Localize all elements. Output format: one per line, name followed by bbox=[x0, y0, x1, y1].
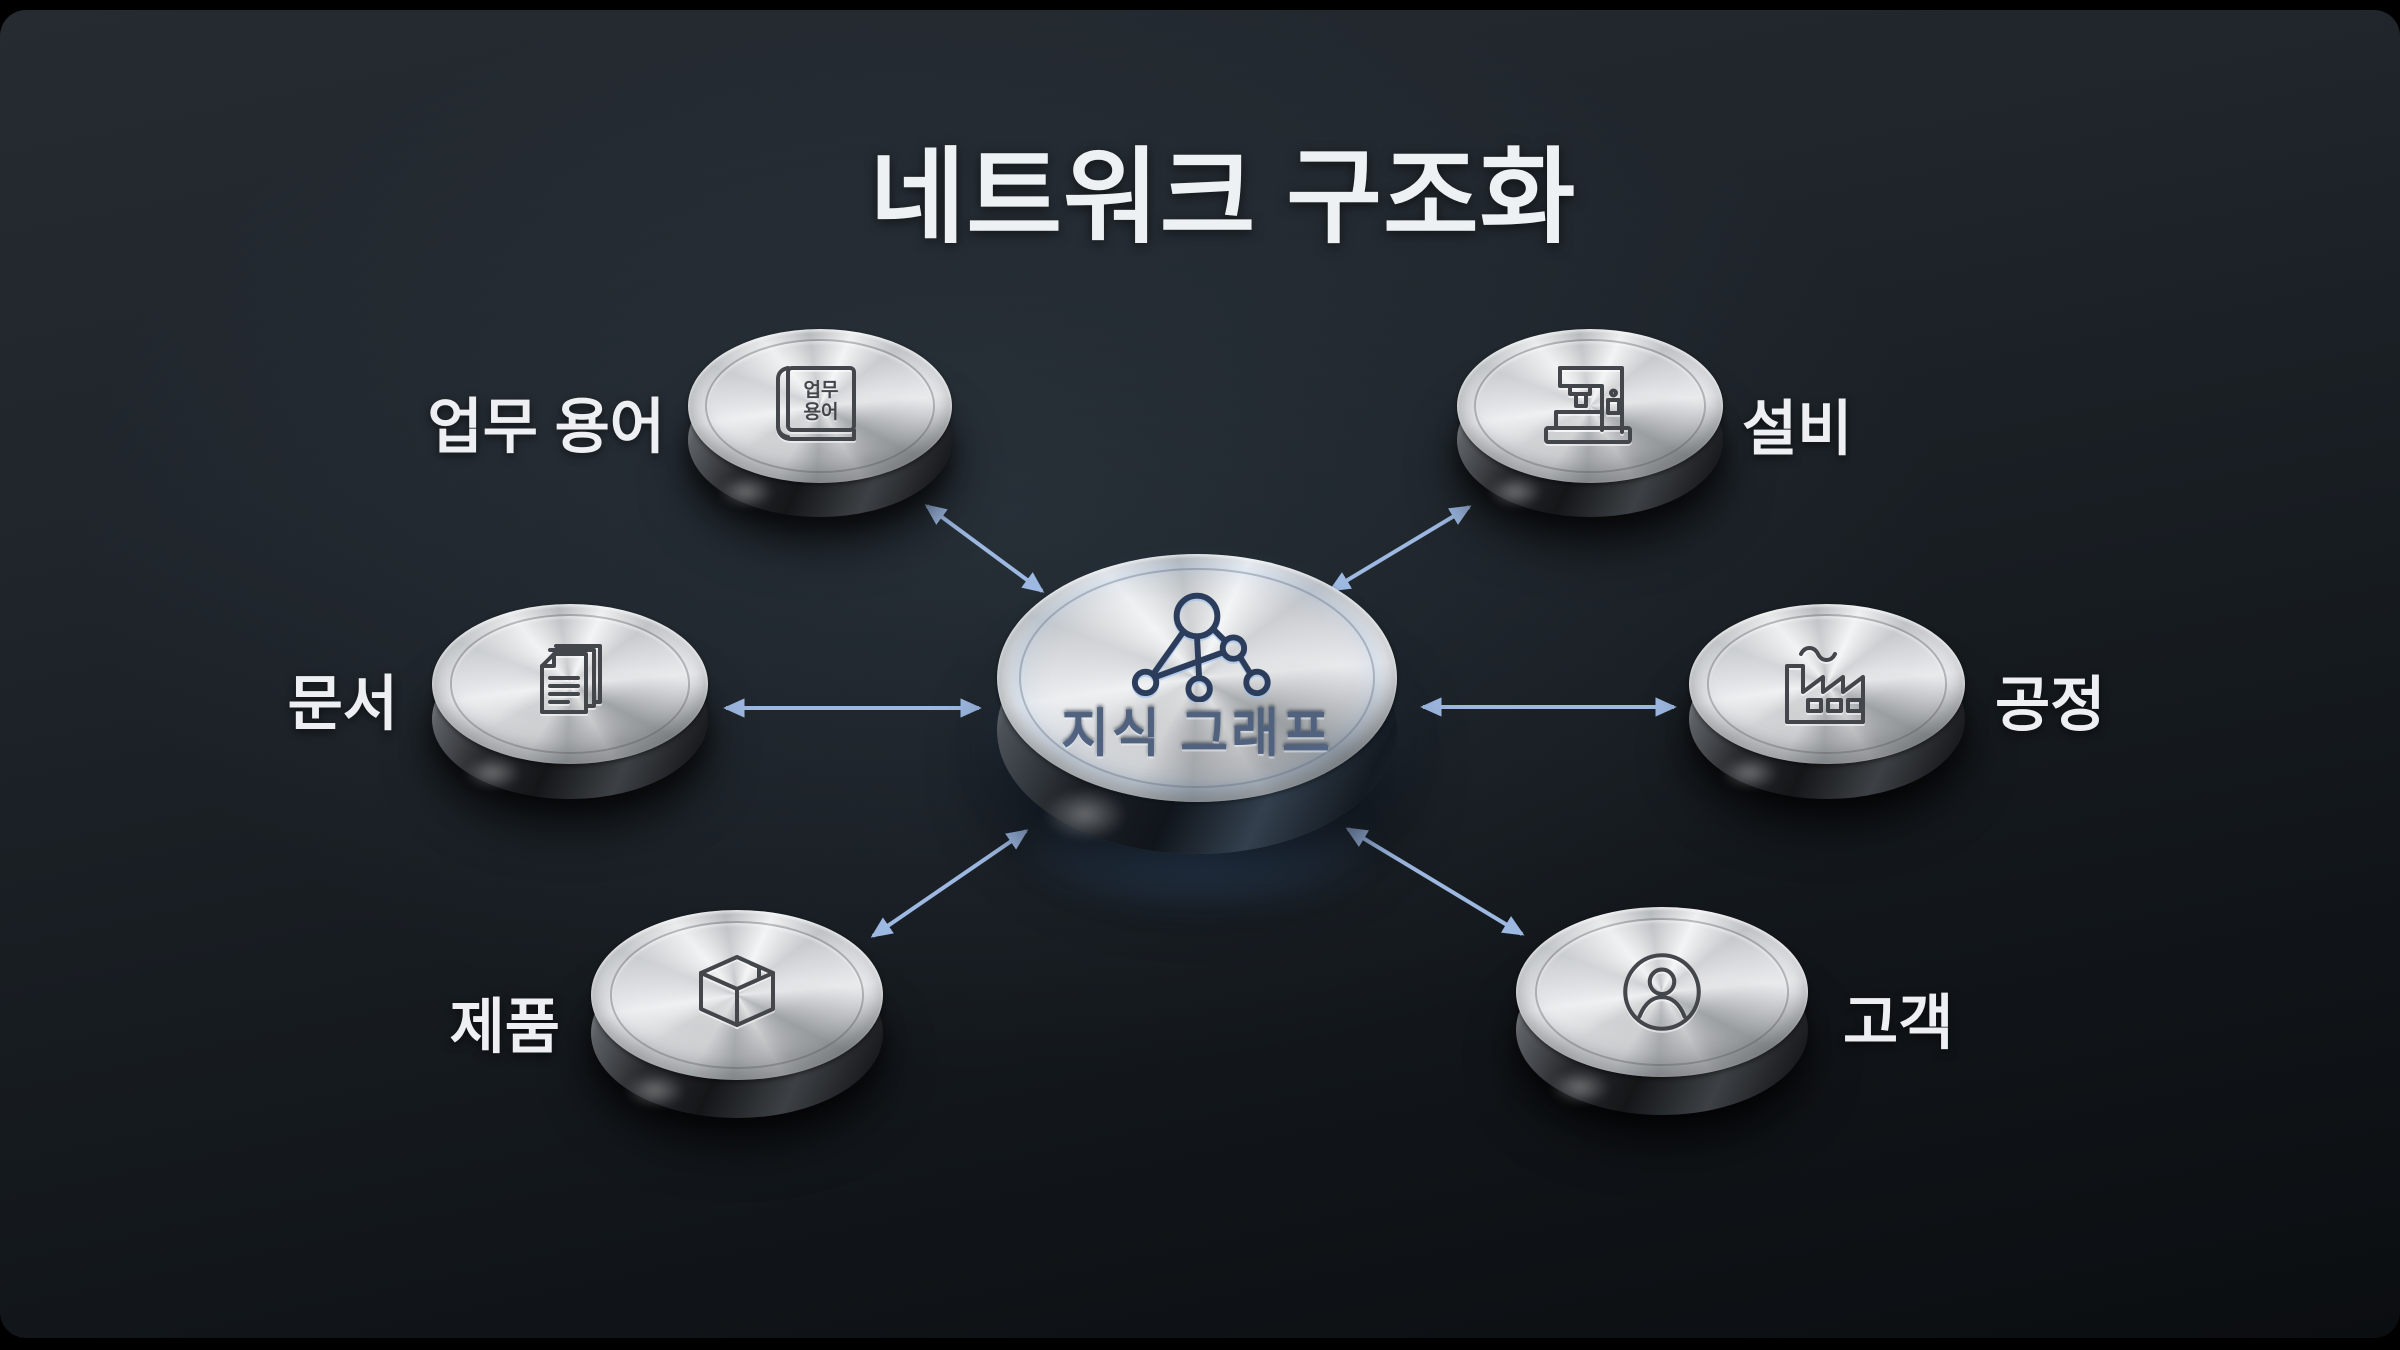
svg-text:업무: 업무 bbox=[804, 381, 839, 403]
glossary-book-icon: 업무 업무 용어 용어 bbox=[776, 366, 856, 443]
arrow-hub-equipment bbox=[1328, 505, 1472, 592]
svg-text:용어: 용어 bbox=[804, 403, 839, 425]
machine-icon bbox=[1544, 366, 1632, 446]
label-process: 공정 bbox=[1995, 671, 2106, 739]
package-box-icon bbox=[699, 955, 775, 1029]
arrow-hub-product bbox=[870, 829, 1029, 938]
arrow-hub-customer bbox=[1345, 827, 1525, 936]
label-documents: 문서 bbox=[287, 670, 398, 738]
label-customer: 고객 bbox=[1843, 989, 1954, 1057]
hub-label: 지식 그래프 bbox=[1061, 705, 1333, 764]
label-product: 제품 bbox=[449, 993, 560, 1061]
documents-icon bbox=[540, 644, 602, 716]
svg-text:업무: 업무 bbox=[804, 379, 839, 401]
network-graph-icon bbox=[1122, 590, 1272, 702]
svg-text:용어: 용어 bbox=[804, 401, 839, 423]
hub-button-face: 지식 그래프 bbox=[997, 554, 1397, 802]
factory-icon bbox=[1785, 646, 1865, 726]
arrow-hub-business-terms bbox=[924, 504, 1045, 593]
label-equipment: 설비 bbox=[1742, 395, 1853, 463]
page-title: 네트워크 구조화 bbox=[869, 140, 1577, 256]
person-icon bbox=[1608, 943, 1716, 1041]
label-business-terms: 업무 용어 bbox=[427, 393, 665, 461]
